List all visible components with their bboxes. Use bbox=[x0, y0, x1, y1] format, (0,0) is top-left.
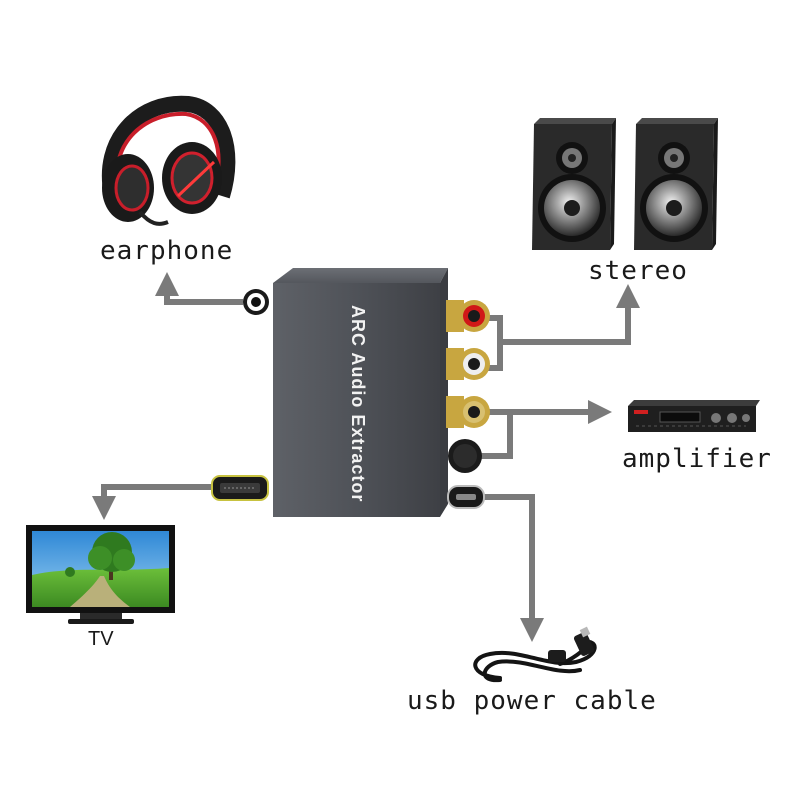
amplifier-optical-line bbox=[480, 412, 513, 459]
label-earphone: earphone bbox=[100, 236, 234, 266]
label-usb-power-cable: usb power cable bbox=[407, 686, 657, 716]
usb-plug bbox=[548, 626, 595, 662]
earphone-line bbox=[155, 272, 243, 305]
arc-audio-extractor-device: ARC Audio Extractor bbox=[273, 268, 448, 517]
connector-lines bbox=[92, 272, 640, 642]
optical-port bbox=[448, 439, 482, 473]
device-title: ARC Audio Extractor bbox=[348, 305, 368, 502]
label-tv: TV bbox=[88, 628, 114, 650]
label-amplifier: amplifier bbox=[622, 444, 772, 474]
hdmi-port bbox=[211, 475, 269, 501]
label-stereo: stereo bbox=[588, 256, 688, 286]
usb-line bbox=[483, 494, 544, 642]
speaker-icon bbox=[634, 118, 718, 250]
amplifier-icon bbox=[628, 400, 760, 432]
speaker-icon bbox=[532, 118, 616, 250]
headphone-icon bbox=[101, 95, 236, 226]
tv-line bbox=[92, 484, 214, 520]
rca-white-port bbox=[446, 348, 490, 380]
micro-usb-port bbox=[447, 485, 485, 509]
stereo-line bbox=[500, 284, 640, 345]
rca-red-port bbox=[446, 300, 490, 332]
usb-cable-icon bbox=[473, 639, 597, 683]
earphone-jack bbox=[243, 289, 269, 315]
coaxial-port bbox=[446, 396, 490, 428]
tv-icon bbox=[26, 525, 175, 624]
